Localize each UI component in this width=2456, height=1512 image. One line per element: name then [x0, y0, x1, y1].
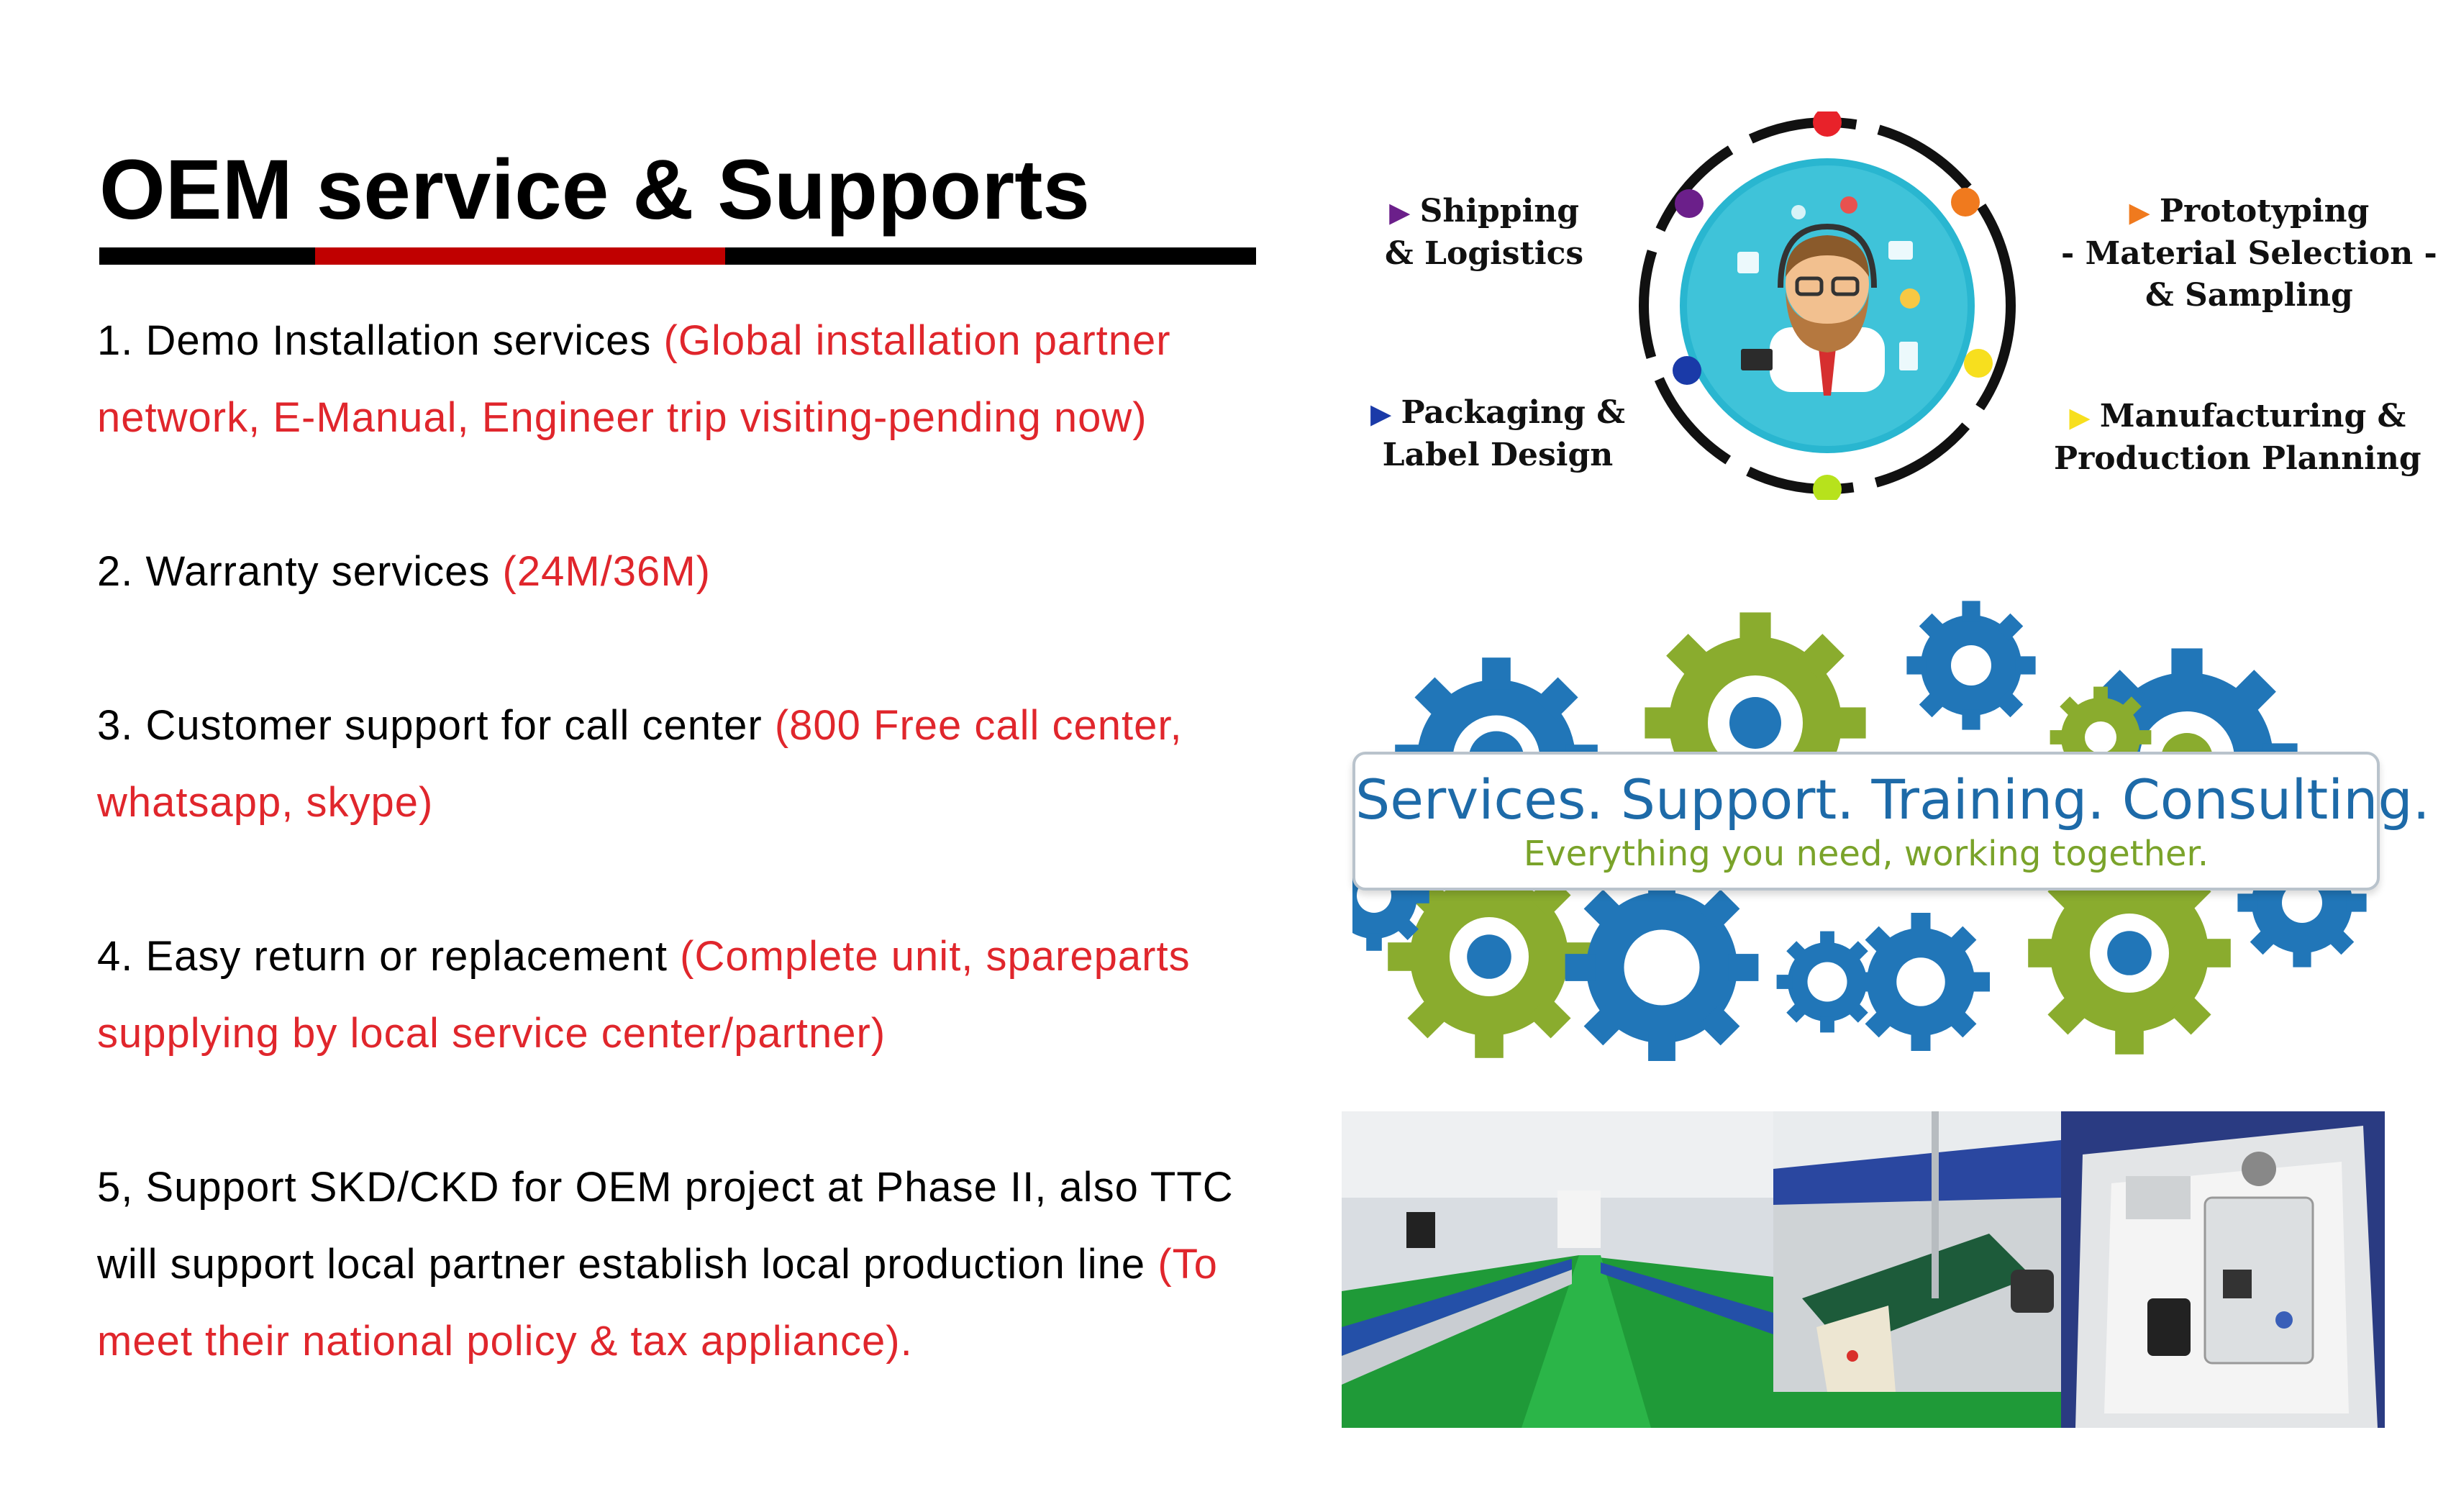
item-detail: (Complete unit, spareparts supplying by …: [97, 933, 1191, 1057]
manufacturing-callout: ▶ Manufacturing & Production Planning: [2054, 398, 2421, 477]
gear-blue-7: [2237, 838, 2367, 967]
node-red: [1813, 111, 1842, 137]
shipping-callout: ▶ Shipping & Logistics: [1385, 193, 1584, 272]
node-blue: [1673, 356, 1701, 385]
service-list: 1. Demo Installation services (Global in…: [97, 302, 1277, 1457]
gear-green-1: [1645, 612, 1866, 834]
list-item: 1. Demo Installation services (Global in…: [97, 302, 1277, 456]
node-purple: [1675, 189, 1704, 218]
banner-headline: Services. Support. Training. Consulting.: [1355, 768, 2430, 832]
item-text: 1. Demo Installation services: [97, 317, 664, 364]
item-detail: (Global installation partner network, E-…: [97, 317, 1171, 441]
node-yellow: [1964, 349, 1993, 378]
cycle-ring: [1639, 111, 2016, 500]
node-orange: [1951, 188, 1980, 217]
item-text: 2. Warranty services: [97, 548, 503, 595]
oem-cycle-infographic: ▶ Shipping & Logistics ▶ Prototyping - M…: [1345, 90, 2437, 529]
gear-blue-2: [1906, 601, 2036, 730]
packaging-callout: ▶ Packaging & Label Design: [1370, 394, 1625, 473]
item-text: 3. Customer support for call center: [97, 702, 775, 749]
gear-green-3: [1388, 855, 1591, 1058]
title-underline: [99, 247, 1256, 265]
list-item: 2. Warranty services (24M/36M): [97, 533, 1277, 610]
photo-production-hall: [1342, 1111, 1773, 1428]
list-item: 4. Easy return or replacement (Complete …: [97, 918, 1277, 1072]
gear-blue-6: [1852, 913, 1990, 1051]
gear-green-4: [2028, 852, 2231, 1055]
item-detail: (To meet their national policy & tax app…: [97, 1241, 1218, 1365]
gear-blue-4: [1565, 870, 1759, 1061]
factory-photos: [1342, 1111, 2385, 1428]
photo-conveyor: [1773, 1111, 2061, 1428]
prototyping-callout: ▶ Prototyping - Material Selection - & S…: [2061, 193, 2437, 314]
node-lime: [1813, 475, 1842, 500]
services-banner: Services. Support. Training. Consulting.…: [1352, 752, 2430, 891]
gear-blue-5: [1776, 931, 1878, 1033]
photo-device-case: [2061, 1111, 2385, 1428]
list-item: 5, Support SKD/CKD for OEM project at Ph…: [97, 1149, 1277, 1380]
item-text: 4. Easy return or replacement: [97, 933, 681, 980]
gear-green-2: [2050, 686, 2152, 788]
item-detail: (24M/36M): [502, 548, 711, 595]
list-item: 3. Customer support for call center (800…: [97, 687, 1277, 841]
item-text: 5, Support SKD/CKD for OEM project at Ph…: [97, 1164, 1234, 1288]
item-detail: (800 Free call center, whatsapp, skype): [97, 702, 1183, 826]
person-head: [1786, 242, 1869, 326]
page-title: OEM service & Supports: [99, 142, 1091, 237]
banner-tagline: Everything you need, working together.: [1523, 834, 2209, 874]
